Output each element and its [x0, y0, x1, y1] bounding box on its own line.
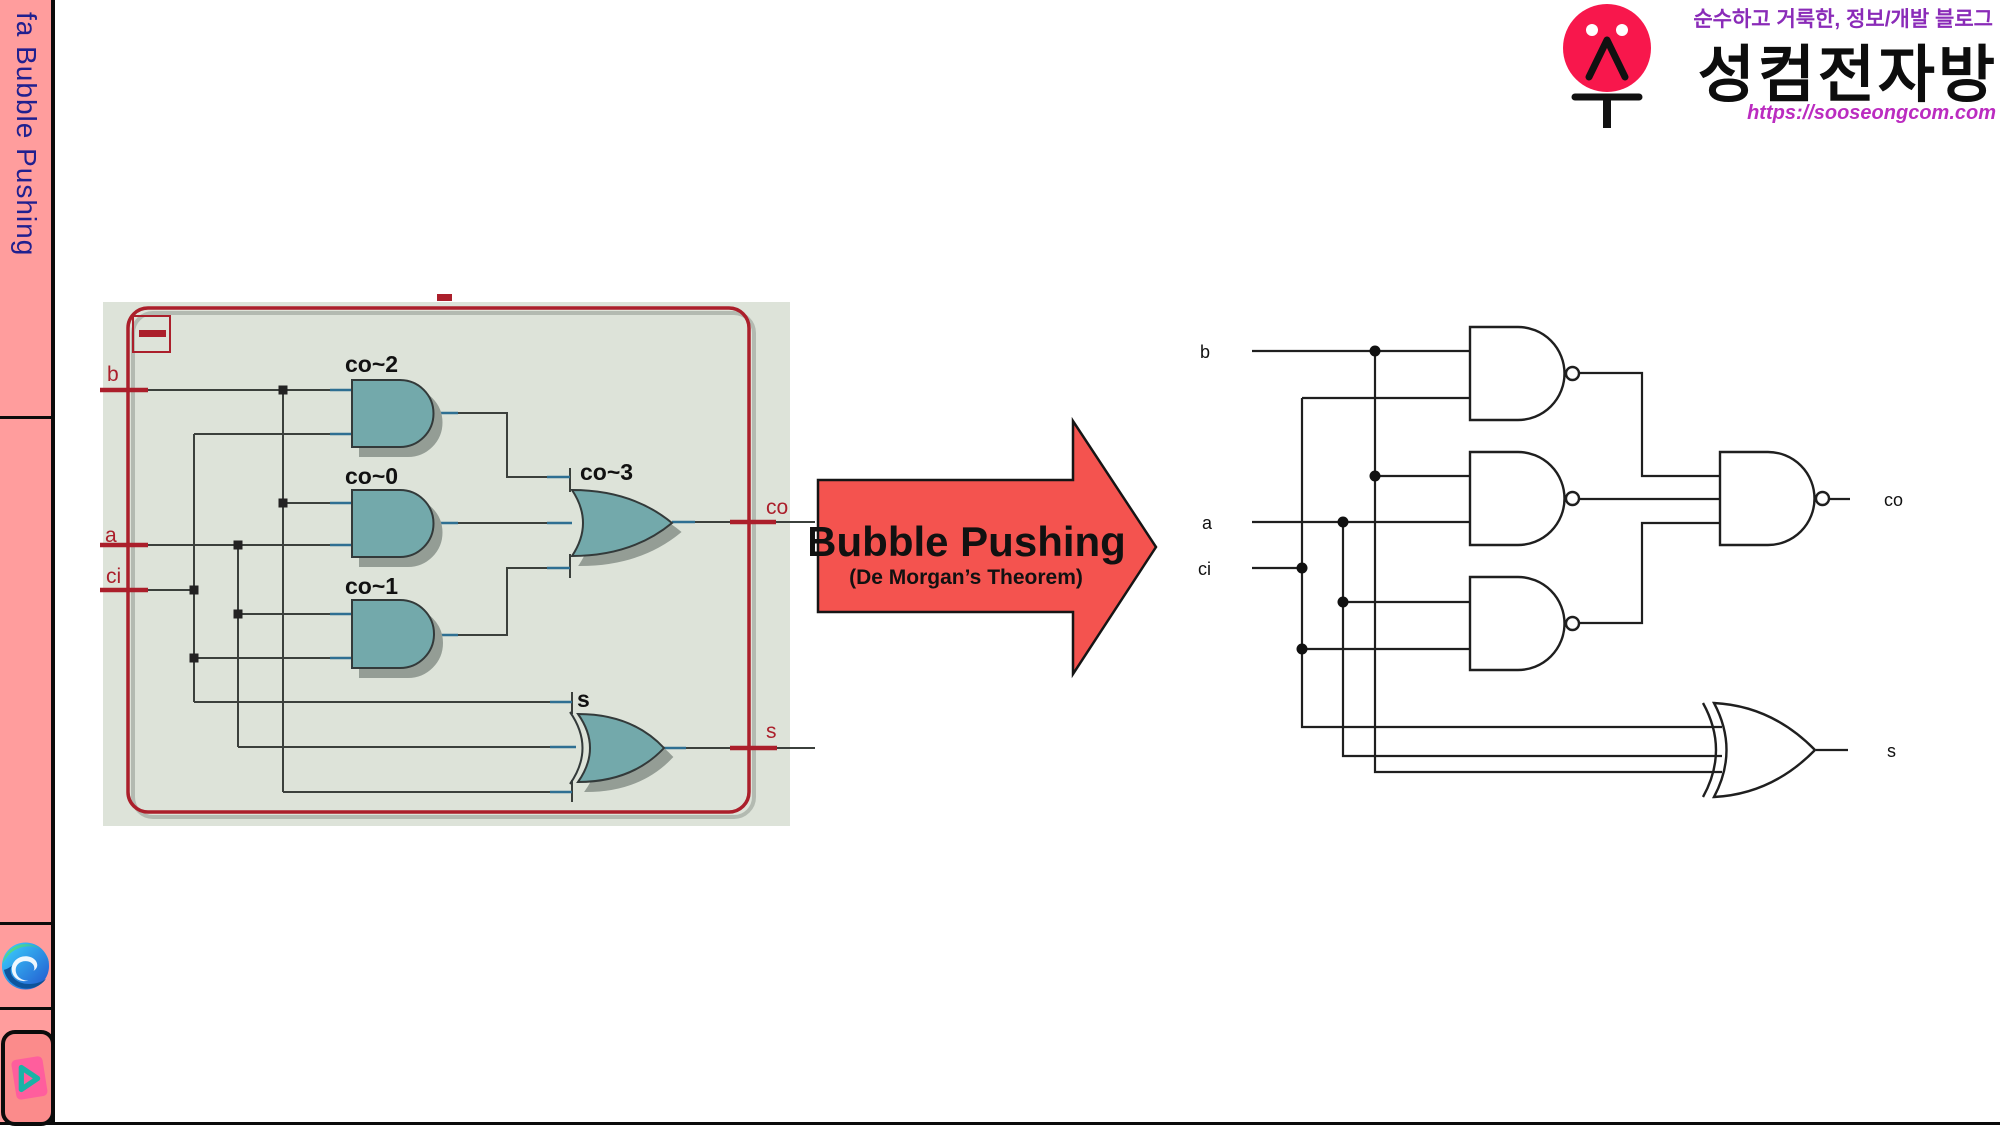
arrow-shape: [816, 416, 1158, 679]
nand-gate-1: [1468, 325, 1566, 422]
taskbar-edge-button[interactable]: [0, 922, 51, 1010]
gate-label: co~1: [345, 573, 398, 599]
vertical-tab-sidebar: fa Bubble Pushing: [0, 0, 55, 1126]
wire-junctions: [189, 385, 288, 663]
inverter-bubble: [1564, 365, 1581, 382]
input-port-label: a: [105, 524, 117, 547]
arrow-title: Bubble Pushing: [810, 518, 1126, 565]
inverter-bubble: [1564, 615, 1581, 632]
inverter-bubble: [1564, 490, 1581, 507]
output-port-label: co: [766, 496, 788, 519]
output-label: s: [1887, 741, 1896, 761]
output-label: co: [1884, 490, 1903, 510]
minus-collapse-icon[interactable]: [132, 315, 171, 353]
xor-leading-arc: [569, 711, 584, 785]
port-stubs: [100, 387, 777, 751]
input-label: b: [1200, 342, 1210, 362]
media-player-play-icon: [11, 1056, 48, 1100]
blog-logo: [1560, 0, 1652, 137]
gate-label: co~2: [345, 351, 398, 377]
output-port-label: s: [766, 720, 777, 743]
blog-url[interactable]: https://sooseongcom.com: [1747, 102, 1996, 124]
gate-label: s: [577, 686, 590, 712]
and-gate-co2: [351, 379, 435, 448]
and-gate-co1: [351, 599, 435, 669]
nand-gate-2: [1468, 450, 1566, 547]
input-label: ci: [1198, 559, 1211, 579]
nand-gate-output: [1718, 450, 1816, 547]
gate-label: co~3: [580, 459, 633, 485]
net-wires: [1252, 349, 1850, 774]
blog-tagline: 순수하고 거룩한, 정보/개발 블로그: [1693, 8, 1993, 31]
xor-gate-s: [576, 712, 666, 784]
input-label: a: [1202, 513, 1213, 533]
input-port-label: b: [107, 363, 119, 386]
smiley-soo-mascot-icon: [1563, 4, 1651, 128]
blog-site-name: 성컴전자방: [1697, 41, 1998, 110]
microsoft-edge-icon: [1, 942, 50, 990]
arrow-subtitle: (De Morgan’s Theorem): [849, 566, 1083, 589]
inverter-bubble: [1814, 490, 1831, 507]
browser-tab[interactable]: fa Bubble Pushing: [0, 0, 51, 419]
nand-schematic: b a ci co s: [1180, 320, 1920, 815]
gate-label: co~0: [345, 463, 398, 489]
nand-gate-3: [1468, 575, 1566, 672]
screen-bottom-border: [0, 1122, 2000, 1125]
input-port-label: ci: [106, 565, 121, 588]
xor-gate-s: [1711, 701, 1817, 799]
quartus-schematic: co~2 co~0 co~1 co~3 s b a ci co s: [100, 290, 820, 835]
tab-title: fa Bubble Pushing: [11, 12, 42, 257]
bubble-pushing-arrow: Bubble Pushing (De Morgan’s Theorem): [806, 415, 1170, 690]
module-frame-shadow: [131, 311, 756, 819]
module-frame: [126, 306, 751, 814]
and-gate-co0: [351, 489, 435, 558]
wire-junctions: [1296, 345, 1381, 655]
or-gate-co3: [570, 488, 674, 558]
taskbar-player-button[interactable]: [1, 1030, 55, 1126]
top-collapse-dash: [437, 294, 452, 301]
xor-leading-arc: [1701, 702, 1718, 798]
